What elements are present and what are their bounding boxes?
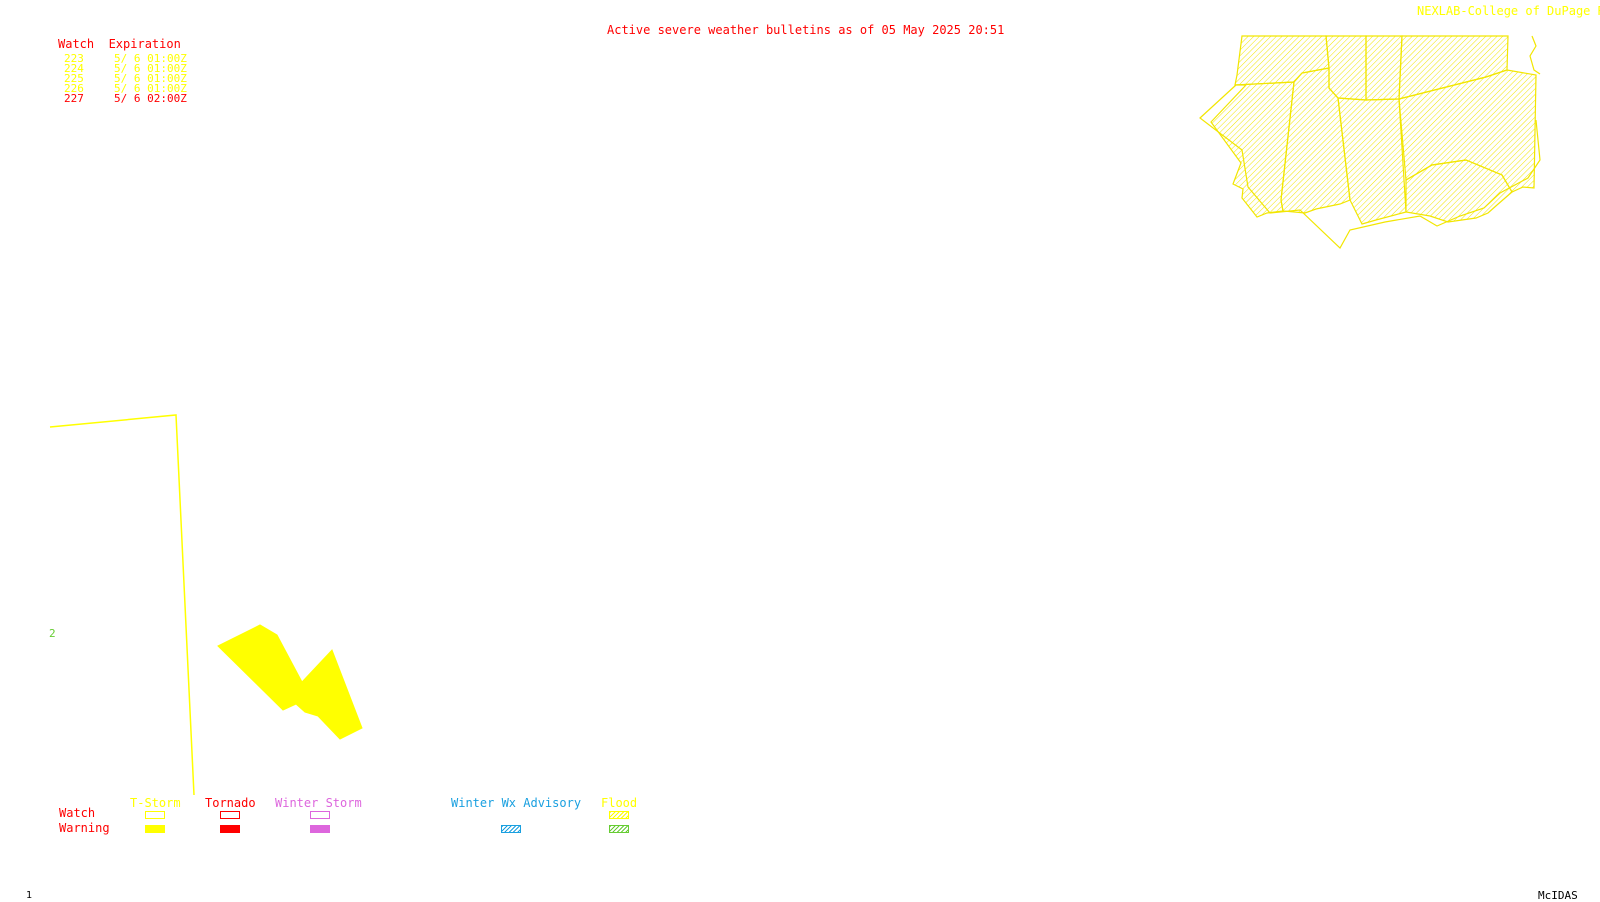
county-boundary [1529,35,1541,75]
watch-number: 225 [64,72,84,85]
watch-row: 227 5/ 6 02:00Z [64,92,187,105]
legend-heading: Winter Storm [275,796,362,810]
watch-table-heading: Watch Expiration [58,37,181,51]
tstorm-warning-polygon [217,624,363,740]
county-polygon [1365,35,1403,101]
county-boundary [1199,84,1541,249]
legend-watch-swatch [310,811,330,819]
county-polygon [1280,67,1351,214]
watch-number: 223 [64,52,84,65]
software-label: McIDAS [1538,889,1578,902]
legend-heading: Tornado [205,796,256,810]
legend-warning-swatch [310,825,330,833]
legend-watch-swatch [145,811,165,819]
watch-number: 227 [64,92,84,105]
watch-expiration: 5/ 6 01:00Z [114,62,187,75]
watch-row: 226 5/ 6 01:00Z [64,82,187,95]
legend-watch-swatch [220,811,240,819]
watch-expiration: 5/ 6 01:00Z [114,52,187,65]
legend-heading: Winter Wx Advisory [451,796,582,810]
legend-watch-swatch [609,811,629,819]
legend-watch-label: Watch [59,806,96,820]
flood-marker: 2 [49,627,56,640]
watch-row: 224 5/ 6 01:00Z [64,62,187,75]
legend-warning-swatch [501,825,521,833]
watch-row: 223 5/ 6 01:00Z [64,52,187,65]
watch-area-northeast [1210,35,1537,225]
watch-expiration: 5/ 6 02:00Z [114,92,187,105]
legend-warning-label: Warning [59,821,110,835]
legend-heading: T-Storm [130,796,181,810]
tstorm-watch-boundary [49,414,195,796]
legend-warning-swatch [145,825,165,833]
watch-expiration: 5/ 6 01:00Z [114,72,187,85]
legend-warning-swatch [609,825,629,833]
watch-number: 224 [64,62,84,75]
credit-label: NEXLAB-College of DuPage R [1417,4,1600,18]
legend-warning-swatch [220,825,240,833]
county-polygon [1325,35,1367,101]
watch-expiration: 5/ 6 01:00Z [114,82,187,95]
legend-heading: Flood [601,796,638,810]
watch-row: 225 5/ 6 01:00Z [64,72,187,85]
watch-number: 226 [64,82,84,95]
frame-number: 1 [26,890,33,901]
county-polygon [1337,97,1407,225]
bulletin-title: Active severe weather bulletins as of 05… [607,23,1005,37]
